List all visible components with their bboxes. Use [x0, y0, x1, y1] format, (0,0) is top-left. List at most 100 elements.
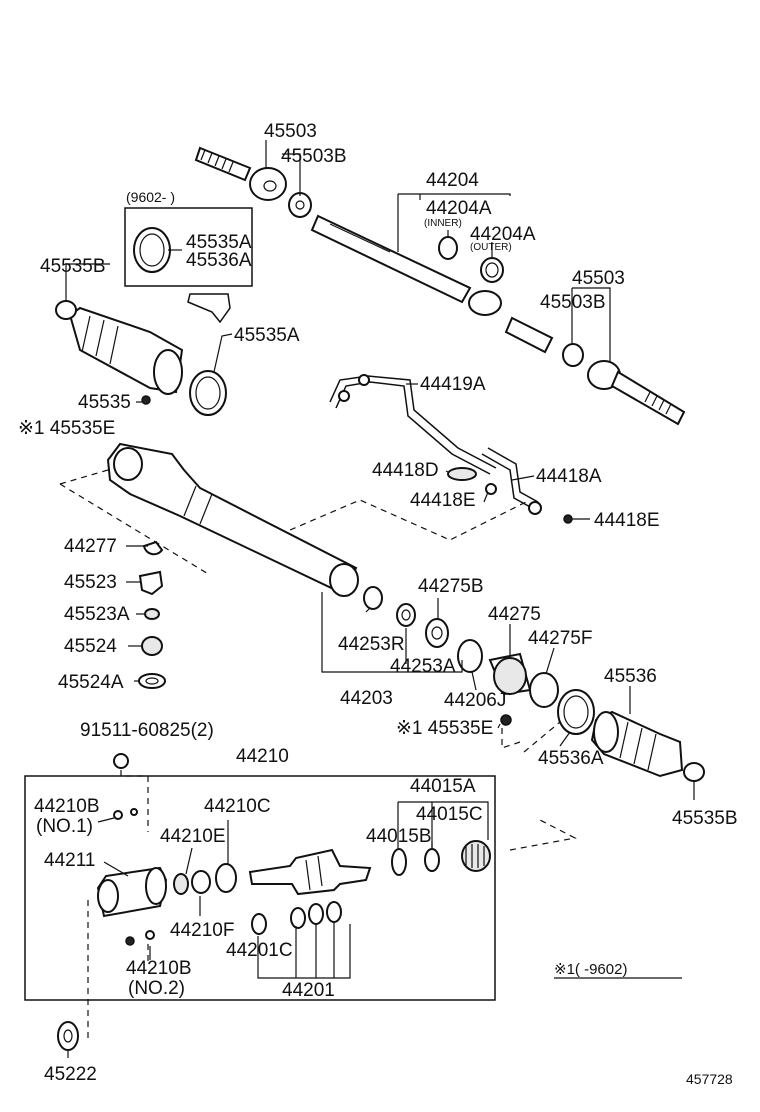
label-44204a-inner: 44204A [426, 198, 492, 219]
label-44015b: 44015B [366, 826, 432, 847]
oil-seal-45222-part [57, 1021, 79, 1051]
label-45524a: 45524A [58, 672, 124, 693]
rack-guide-45523-part [138, 570, 164, 596]
washer-44418e-mid-part [485, 483, 497, 495]
label-91511: 91511-60825(2) [80, 720, 214, 741]
label-44210: 44210 [236, 746, 289, 767]
label-44210b-no2: 44210B [126, 958, 192, 979]
clip-45535e-left-part [141, 395, 151, 405]
label-44210c: 44210C [204, 796, 271, 817]
plug-44210b-no2-part [125, 930, 155, 946]
label-44275f: 44275F [528, 628, 592, 649]
label-45523a: 45523A [64, 604, 130, 625]
clamp-45535b-right-part [683, 762, 705, 782]
label-45535e-right: ※1 45535E [396, 718, 493, 739]
ring-44015a-part [424, 848, 440, 872]
oring-44275f-part [529, 672, 559, 708]
clamp-45535a-inset-part [133, 227, 171, 273]
label-45536: 45536 [604, 666, 657, 687]
label-45536a-right: 45536A [538, 748, 604, 769]
ring-44275b-part [425, 618, 449, 648]
label-44418d: 44418D [372, 460, 439, 481]
housing-44211-part [96, 866, 168, 918]
seal-44253a-part [396, 603, 416, 627]
nut-45503b-right-part [562, 343, 584, 367]
label-note: ※1( -9602) [554, 961, 627, 978]
label-45222: 45222 [44, 1064, 97, 1085]
valve-shaft-part [248, 848, 372, 896]
clamp-variant-inset-box [124, 207, 253, 287]
boot-left-part [68, 306, 184, 395]
label-44204: 44204 [426, 170, 479, 191]
label-44419a: 44419A [420, 374, 486, 395]
label-inner: (INNER) [424, 218, 462, 229]
label-no1: (NO.1) [36, 816, 93, 837]
label-45503b-top: 45503B [281, 146, 347, 167]
clamp-arrow-icon [187, 293, 231, 324]
label-45536a-box: 45536A [186, 250, 252, 271]
label-45523: 45523 [64, 572, 117, 593]
clamp-45536a-right-part [557, 689, 595, 735]
label-45535a-box: 45535A [186, 232, 252, 253]
bushing-44277-part [142, 540, 164, 556]
ring-44204a-outer-part [480, 257, 504, 283]
bushing-44206j-part [457, 639, 483, 673]
ring-44015b-part [391, 848, 407, 876]
label-44275b: 44275B [418, 576, 484, 597]
rack-end-44275-part [488, 652, 532, 696]
tie-rod-end-right-part [587, 360, 686, 426]
label-44418a: 44418A [536, 466, 602, 487]
label-44277: 44277 [64, 536, 117, 557]
label-44210e: 44210E [160, 826, 226, 847]
label-44253a: 44253A [390, 656, 456, 677]
control-valve-assembly-box [24, 775, 496, 1001]
rack-shaft-part [310, 214, 554, 354]
label-outer: (OUTER) [470, 242, 512, 253]
label-9602: (9602- ) [126, 189, 175, 205]
clip-45535e-right-part [500, 714, 512, 726]
oring-44210c-part [215, 863, 237, 893]
boot-right-part [590, 710, 684, 778]
label-44201c: 44201C [226, 940, 293, 961]
label-44418e-right: 44418E [594, 510, 660, 531]
label-44206j: 44206J [444, 690, 506, 711]
seal-44015c-part [461, 840, 491, 872]
seal-44210f-part [191, 870, 211, 894]
label-44253r: 44253R [338, 634, 405, 655]
label-45535e-left: ※1 45535E [18, 418, 115, 439]
bearing-44210e-part [173, 873, 189, 895]
label-44204a-outer: 44204A [470, 224, 536, 245]
label-45535b-right: 45535B [672, 808, 738, 829]
diagram-reference-number: 457728 [686, 1071, 733, 1087]
spring-cap-45524-part [141, 636, 163, 656]
label-44201: 44201 [282, 980, 335, 1001]
label-45503-top: 45503 [264, 121, 317, 142]
label-44275: 44275 [488, 604, 541, 625]
leader-lines [65, 140, 695, 1058]
label-44211: 44211 [44, 850, 95, 871]
tie-rod-end-left-part [194, 146, 287, 201]
washer-44418e-right-part [563, 514, 573, 524]
label-44015a: 44015A [410, 776, 476, 797]
plug-44210b-no1-part [113, 808, 138, 820]
seal-44253r-part [363, 586, 383, 610]
label-44210b-no1: 44210B [34, 796, 100, 817]
rack-housing-part [106, 442, 359, 597]
locknut-45524a-part [138, 673, 166, 689]
bolt-91511-part [113, 753, 129, 769]
spring-45523a-part [144, 608, 160, 620]
label-44210f: 44210F [170, 920, 234, 941]
clamp-45535a-part [189, 370, 227, 416]
label-44015c: 44015C [416, 804, 483, 825]
clamp-45535b-left-part [55, 300, 77, 320]
pressure-tube-44419a-part [329, 374, 497, 475]
label-44203: 44203 [340, 688, 393, 709]
label-45535a: 45535A [234, 325, 300, 346]
label-45503-right: 45503 [572, 268, 625, 289]
label-45535: 45535 [78, 392, 131, 413]
label-45535b-top: 45535B [40, 256, 106, 277]
ring-44204a-inner-part [438, 236, 458, 260]
label-45503b-right: 45503B [540, 292, 606, 313]
label-45524: 45524 [64, 636, 117, 657]
